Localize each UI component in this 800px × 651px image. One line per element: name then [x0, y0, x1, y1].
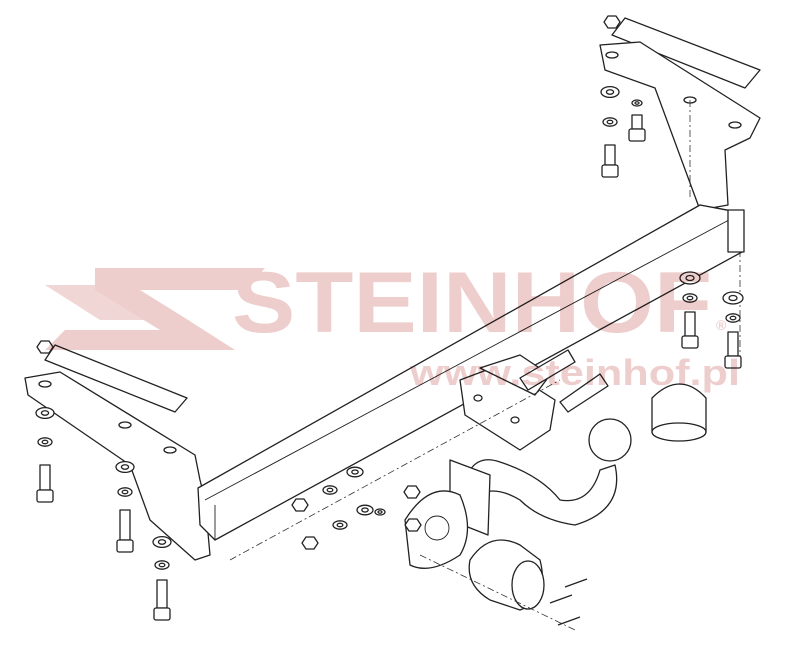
nut [603, 15, 621, 29]
washer-hole [634, 101, 640, 105]
washer-hole [729, 315, 737, 321]
bolt-shank [604, 144, 616, 166]
bolt-head [36, 489, 54, 503]
bolt-shank [156, 579, 168, 609]
washer-hole [361, 507, 369, 513]
bolt-shank [119, 509, 131, 541]
washer-hole [605, 89, 615, 95]
nut [291, 498, 309, 512]
screw [557, 616, 581, 626]
washer-hole [40, 410, 50, 416]
bolt-head [601, 164, 619, 178]
tow-ball-neck [449, 418, 632, 536]
bolt-shank [631, 114, 643, 130]
nut [36, 340, 54, 354]
bolt-head [681, 335, 699, 349]
screw [549, 594, 573, 604]
electrical-socket-plate [404, 490, 469, 569]
center-bolts [519, 349, 609, 413]
steinhof-logo-mark [45, 268, 265, 350]
nut [301, 536, 319, 550]
washer-hole [41, 439, 49, 445]
bolt-shank [39, 464, 51, 491]
watermark-registered: ® [716, 317, 727, 333]
washer-hole [157, 539, 167, 545]
left-mounting-bracket [24, 344, 211, 561]
washer-hole [606, 119, 614, 125]
tow-bar-crossbar [197, 204, 745, 541]
bolt-shank [684, 311, 696, 337]
washer-hole [326, 487, 334, 493]
right-mounting-bracket [599, 17, 761, 370]
bolt-shank [727, 331, 739, 357]
washer-hole [336, 522, 344, 528]
washer-hole [121, 489, 129, 495]
washer-hole [351, 469, 359, 475]
bolt-head [153, 607, 171, 621]
nut [404, 518, 422, 532]
washer-hole [158, 562, 166, 568]
ball-cover [651, 383, 707, 442]
bolt-head [628, 128, 646, 142]
washer-hole [685, 274, 695, 282]
bolt-head [116, 539, 134, 553]
washer-hole [728, 294, 738, 302]
electrical-socket [419, 539, 576, 631]
washer-hole [686, 295, 694, 301]
screw [564, 578, 588, 588]
fasteners [35, 15, 744, 626]
washer-hole [120, 464, 130, 470]
washer-hole [377, 510, 383, 514]
bolt-head [724, 355, 742, 369]
tow-ball [588, 418, 632, 462]
nut [403, 485, 421, 499]
